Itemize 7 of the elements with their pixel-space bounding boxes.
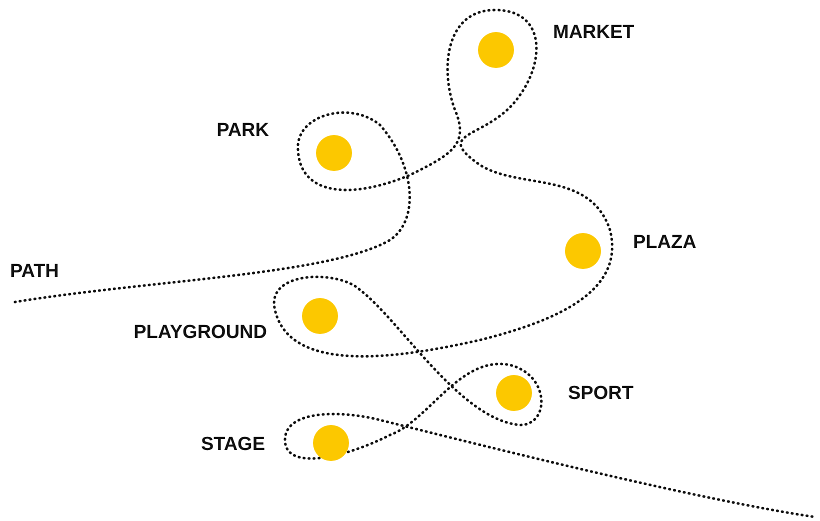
place-label: PLAYGROUND <box>134 321 267 345</box>
place-label: SPORT <box>568 382 634 406</box>
path-label: PATH <box>10 260 59 284</box>
place-label: PARK <box>216 119 269 143</box>
place-label: STAGE <box>200 433 265 457</box>
place-label: MARKET <box>553 21 634 45</box>
place-label: PLAZA <box>633 231 696 255</box>
